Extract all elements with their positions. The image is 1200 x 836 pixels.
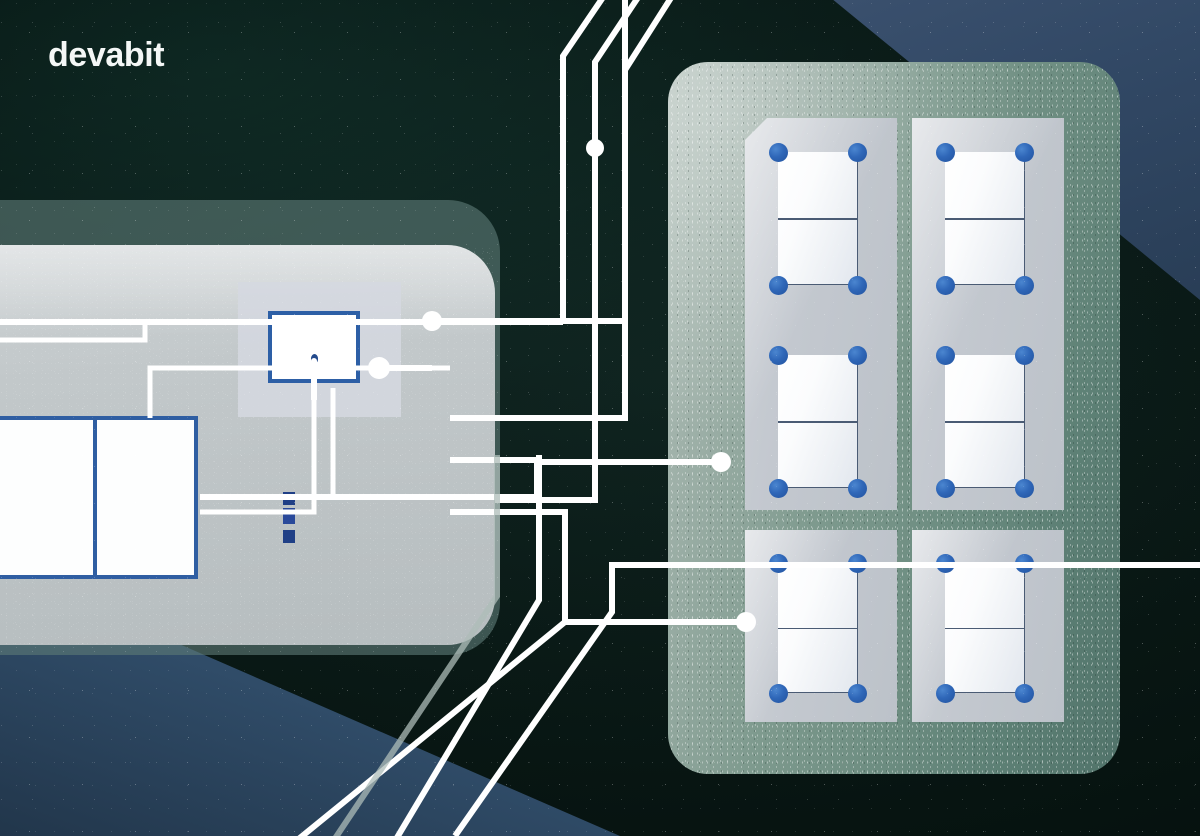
contact-dot bbox=[936, 143, 955, 162]
memory-bars bbox=[0, 416, 198, 579]
contact-dot bbox=[1015, 346, 1034, 365]
module-split-line bbox=[945, 627, 1024, 629]
module bbox=[945, 563, 1025, 693]
contact-dot bbox=[769, 276, 788, 295]
module bbox=[945, 355, 1025, 488]
module-split-line bbox=[778, 627, 857, 629]
memory-bar bbox=[0, 420, 93, 575]
contact-dot bbox=[936, 346, 955, 365]
contact-dot bbox=[769, 346, 788, 365]
contact-dot bbox=[848, 554, 867, 573]
contact-dot bbox=[769, 143, 788, 162]
contact-dot bbox=[936, 684, 955, 703]
solder-pad bbox=[283, 530, 295, 543]
contact-dot bbox=[936, 276, 955, 295]
solder-pad bbox=[283, 508, 295, 524]
contact-dot bbox=[1015, 479, 1034, 498]
contact-dot bbox=[848, 143, 867, 162]
contact-dot bbox=[1015, 554, 1034, 573]
contact-dot bbox=[848, 479, 867, 498]
contact-dot bbox=[936, 554, 955, 573]
contact-dot bbox=[1015, 684, 1034, 703]
module-split-line bbox=[945, 421, 1024, 423]
contact-dot bbox=[848, 684, 867, 703]
contact-dot bbox=[848, 276, 867, 295]
module bbox=[778, 152, 858, 285]
module bbox=[945, 152, 1025, 285]
module-split-line bbox=[778, 421, 857, 423]
contact-dot bbox=[936, 479, 955, 498]
solder-pad bbox=[283, 492, 295, 505]
contact-dot bbox=[1015, 276, 1034, 295]
chip-center-trace bbox=[311, 358, 317, 400]
module-split-line bbox=[945, 218, 1024, 220]
brand-logo: devabit bbox=[48, 36, 165, 74]
module bbox=[778, 563, 858, 693]
contact-dot bbox=[848, 346, 867, 365]
memory-bar bbox=[97, 420, 194, 575]
module-split-line bbox=[778, 218, 857, 220]
contact-dot bbox=[769, 479, 788, 498]
module bbox=[778, 355, 858, 488]
contact-dot bbox=[769, 554, 788, 573]
contact-dot bbox=[1015, 143, 1034, 162]
contact-dot bbox=[769, 684, 788, 703]
